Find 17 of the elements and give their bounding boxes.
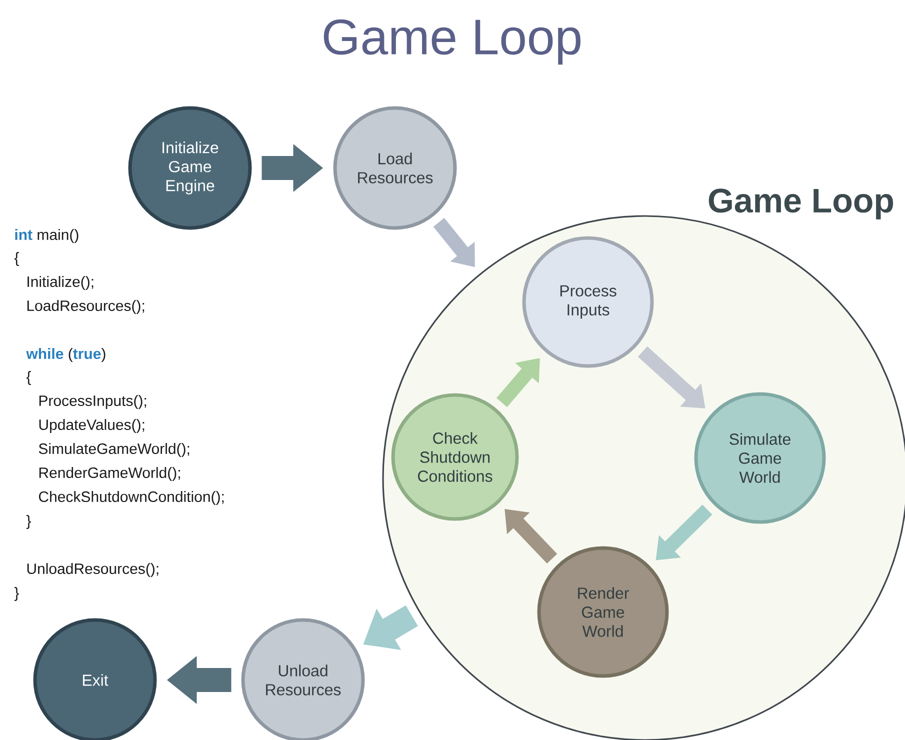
code-line: UnloadResources();	[27, 563, 158, 577]
code-line: SimulateGameWorld();	[38, 443, 190, 457]
code-line: int main()	[15, 229, 78, 243]
code-line: }	[14, 587, 19, 601]
code-line: RenderGameWorld();	[39, 467, 180, 481]
code-line: {	[14, 252, 19, 266]
code-line: Initialize();	[28, 276, 94, 290]
title: Game Loop	[324, 19, 580, 65]
code-line: while (true)	[26, 348, 106, 362]
code-line: {	[26, 371, 31, 385]
code-line: ProcessInputs();	[39, 395, 146, 409]
block-arrow	[504, 509, 558, 564]
code-line: }	[26, 515, 31, 529]
code-line: LoadResources();	[27, 300, 144, 314]
node-label: Game Loop	[708, 188, 894, 220]
code-line: UpdateValues();	[39, 419, 144, 433]
code-line: CheckShutdownCondition();	[38, 491, 224, 505]
